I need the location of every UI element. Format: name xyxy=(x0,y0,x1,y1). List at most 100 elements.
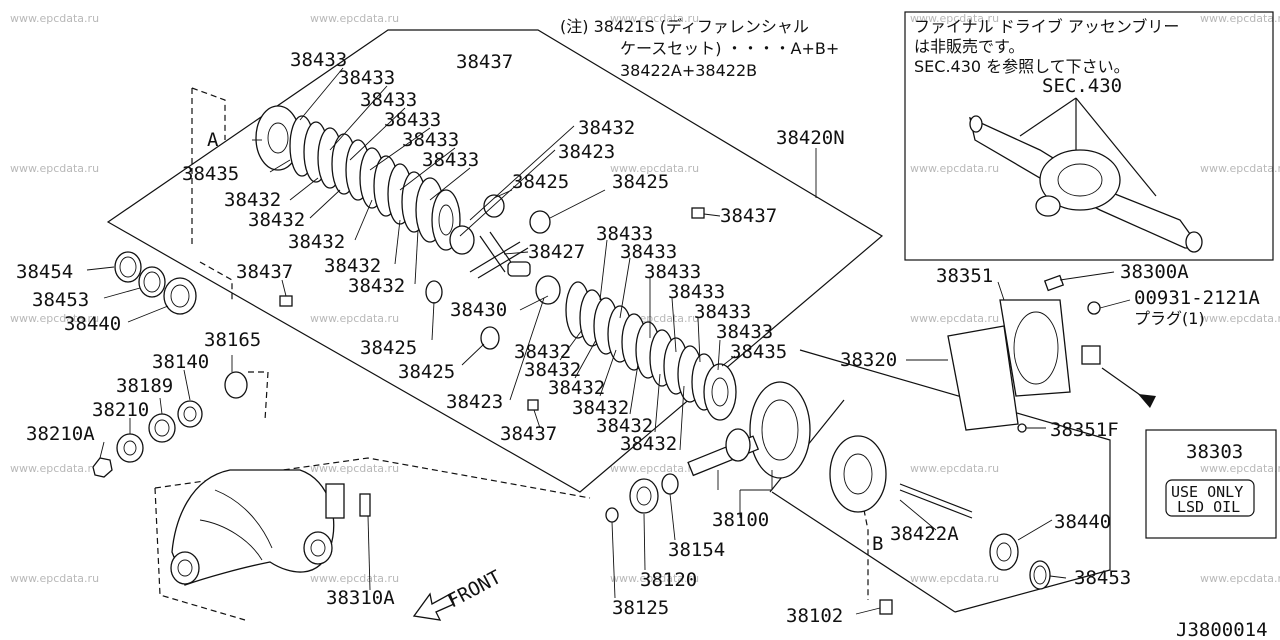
watermark: www.epcdata.ru xyxy=(10,572,99,585)
diff-case-outline xyxy=(106,29,884,493)
pinion-set xyxy=(279,194,705,411)
inset-line-2: は非販売です。 xyxy=(914,37,1024,56)
part-label: 38351F xyxy=(1050,419,1119,441)
part-label: 38433 xyxy=(422,149,479,171)
inset-line-1: ファイナル ドライブ アッセンブリー xyxy=(914,17,1179,36)
part-label: 38432 xyxy=(620,433,677,455)
watermark: www.epcdata.ru xyxy=(10,162,99,175)
watermark: www.epcdata.ru xyxy=(310,572,399,585)
final-drive-outline-b xyxy=(771,491,956,613)
bearing-left-set xyxy=(114,251,197,315)
part-label: 38437 xyxy=(720,205,777,227)
part-label: 38433 xyxy=(620,241,677,263)
part-label: 38437 xyxy=(456,51,513,73)
part-label: 38300A xyxy=(1120,261,1189,283)
part-label: 38453 xyxy=(1074,567,1131,589)
part-label: 38423 xyxy=(558,141,615,163)
letter-b: B xyxy=(872,533,883,555)
part-label: 38454 xyxy=(16,261,73,283)
part-label: 38189 xyxy=(116,375,173,397)
part-label: 38310A xyxy=(326,587,395,609)
part-label: 38120 xyxy=(640,569,697,591)
part-label: 38432 xyxy=(572,397,629,419)
part-label: 38433 xyxy=(402,129,459,151)
plug-label: プラグ(1) xyxy=(1134,309,1205,328)
front-arrow-icon xyxy=(412,592,455,621)
lsd-oil-box xyxy=(1145,429,1277,539)
watermark: www.epcdata.ru xyxy=(610,572,699,585)
watermark: www.epcdata.ru xyxy=(610,162,699,175)
housing-bracket-left xyxy=(154,487,246,621)
inset-box xyxy=(904,11,1274,261)
bracket-a xyxy=(191,87,226,140)
lsd-frame xyxy=(1145,429,1277,539)
final-drive-outline xyxy=(799,349,1111,613)
pinion-bearing-set xyxy=(92,371,248,478)
watermark: www.epcdata.ru xyxy=(310,12,399,25)
part-label: 38422A xyxy=(890,523,959,545)
watermark: www.epcdata.ru xyxy=(1200,572,1280,585)
part-label: 38425 xyxy=(398,361,455,383)
watermark: www.epcdata.ru xyxy=(910,572,999,585)
watermark: www.epcdata.ru xyxy=(10,12,99,25)
part-label: 38210A xyxy=(26,423,95,445)
part-label: 38125 xyxy=(612,597,669,619)
rear-cover xyxy=(947,274,1156,433)
watermark: www.epcdata.ru xyxy=(310,462,399,475)
part-label: 38154 xyxy=(668,539,725,561)
part-label: 38427 xyxy=(528,241,585,263)
watermark: www.epcdata.ru xyxy=(910,312,999,325)
part-label: 38453 xyxy=(32,289,89,311)
front-label: FRONT xyxy=(444,566,505,612)
part-label: 38425 xyxy=(612,171,669,193)
lsd-label-frame xyxy=(1165,479,1255,517)
part-label: 38433 xyxy=(716,321,773,343)
part-label: 38440 xyxy=(64,313,121,335)
lsd-line-1: USE ONLY xyxy=(1171,483,1243,501)
part-label: 38433 xyxy=(644,261,701,283)
part-label: 38435 xyxy=(182,163,239,185)
part-label: 38432 xyxy=(514,341,571,363)
watermark: www.epcdata.ru xyxy=(1200,162,1280,175)
part-label: 38437 xyxy=(500,423,557,445)
part-label: 38320 xyxy=(840,349,897,371)
clutch-stack-right xyxy=(565,281,737,421)
watermark: www.epcdata.ru xyxy=(1200,312,1280,325)
part-label: 38437 xyxy=(236,261,293,283)
watermark: www.epcdata.ru xyxy=(10,312,99,325)
part-label: 38433 xyxy=(290,49,347,71)
part-label: 38432 xyxy=(578,117,635,139)
leader-lines xyxy=(86,67,1131,615)
diagram-code: J3800014 xyxy=(1176,619,1268,640)
part-label: 38351 xyxy=(936,265,993,287)
ring-gear-set xyxy=(605,381,811,523)
part-label: 38423 xyxy=(446,391,503,413)
part-label: 38432 xyxy=(548,377,605,399)
part-label: 38433 xyxy=(360,89,417,111)
part-label: 38420N xyxy=(776,127,845,149)
lsd-text: 38303 USE ONLY LSD OIL xyxy=(1171,441,1243,516)
lsd-line-2: LSD OIL xyxy=(1177,498,1240,516)
diff-housing xyxy=(170,469,371,586)
watermark: www.epcdata.ru xyxy=(910,462,999,475)
diff-case-right xyxy=(829,435,1051,615)
part-label: 38140 xyxy=(152,351,209,373)
part-label: 38430 xyxy=(450,299,507,321)
part-label: 38433 xyxy=(384,109,441,131)
part-label: 38432 xyxy=(248,209,305,231)
part-label: 00931-2121A xyxy=(1134,287,1260,309)
part-label: 38432 xyxy=(324,255,381,277)
bracket-pinion xyxy=(248,371,269,421)
part-label: 38165 xyxy=(204,329,261,351)
watermark: www.epcdata.ru xyxy=(10,462,99,475)
note-top: (注) 38421S (ディファレンシャル ケースセット) ・・・・A+B+ 3… xyxy=(560,17,839,80)
lsd-part-number: 38303 xyxy=(1186,441,1243,463)
part-label: 38435 xyxy=(730,341,787,363)
watermark: www.epcdata.ru xyxy=(1200,462,1280,475)
note-line-2: ケースセット) ・・・・A+B+ xyxy=(620,39,839,58)
arrow-icon xyxy=(1138,394,1156,408)
part-label: 38432 xyxy=(524,359,581,381)
part-label: 38102 xyxy=(786,605,843,627)
inset-line-3: SEC.430 を参照して下さい。 xyxy=(914,57,1130,76)
